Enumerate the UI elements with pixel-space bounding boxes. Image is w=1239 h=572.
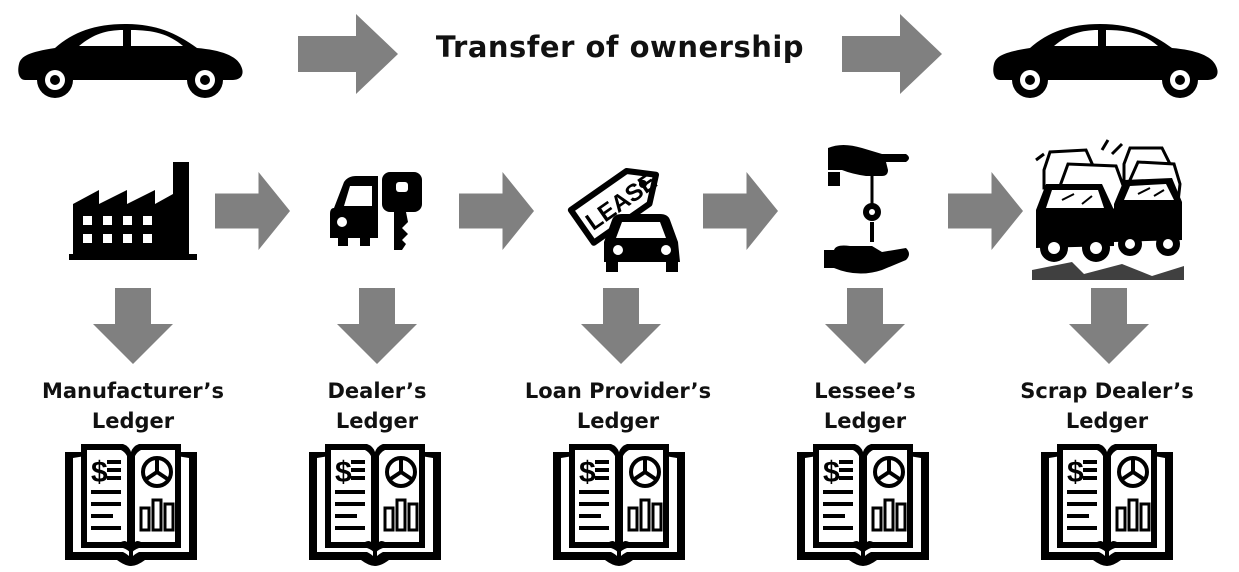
car-key-icon (330, 172, 422, 250)
ledger-book-icon (305, 438, 445, 566)
ledger-book-icon (1037, 438, 1177, 566)
factory-icon (69, 162, 197, 260)
arrow-down-icon (337, 288, 417, 364)
car-icon-right (990, 18, 1222, 98)
arrow-down-icon (581, 288, 661, 364)
scrap-cars-icon (1032, 139, 1184, 280)
arrow-right-icon (842, 14, 942, 94)
stage-label-scrap-dealer: Scrap Dealer’s Ledger (992, 376, 1222, 436)
page-title: Transfer of ownership (435, 30, 805, 64)
arrow-down-icon (825, 288, 905, 364)
car-icon-left (15, 18, 247, 98)
arrow-right-icon (215, 172, 290, 250)
label-line: Ledger (823, 409, 907, 433)
stage-label-lessee: Lessee’s Ledger (750, 376, 980, 436)
label-line: Ledger (1065, 409, 1149, 433)
arrow-down-icon (93, 288, 173, 364)
stage-label-loan-provider: Loan Provider’s Ledger (503, 376, 733, 436)
arrow-right-icon (298, 14, 398, 94)
label-line: Lessee’s (814, 379, 916, 403)
label-line: Scrap Dealer’s (1020, 379, 1194, 403)
key-handover-icon (824, 145, 909, 274)
ledger-book-icon (793, 438, 933, 566)
label-line: Dealer’s (327, 379, 427, 403)
ledger-book-icon (61, 438, 201, 566)
label-line: Manufacturer’s (41, 379, 225, 403)
label-line: Ledger (335, 409, 419, 433)
label-line: Ledger (576, 409, 660, 433)
arrow-right-icon (459, 172, 534, 250)
stage-label-dealer: Dealer’s Ledger (262, 376, 492, 436)
arrow-right-icon (948, 172, 1023, 250)
arrow-down-icon (1069, 288, 1149, 364)
label-line: Ledger (91, 409, 175, 433)
stage-label-manufacturer: Manufacturer’s Ledger (18, 376, 248, 436)
label-line: Loan Provider’s (524, 379, 712, 403)
ledger-book-icon (549, 438, 689, 566)
arrow-right-icon (703, 172, 778, 250)
lease-tag-icon: LEASE (567, 167, 680, 272)
